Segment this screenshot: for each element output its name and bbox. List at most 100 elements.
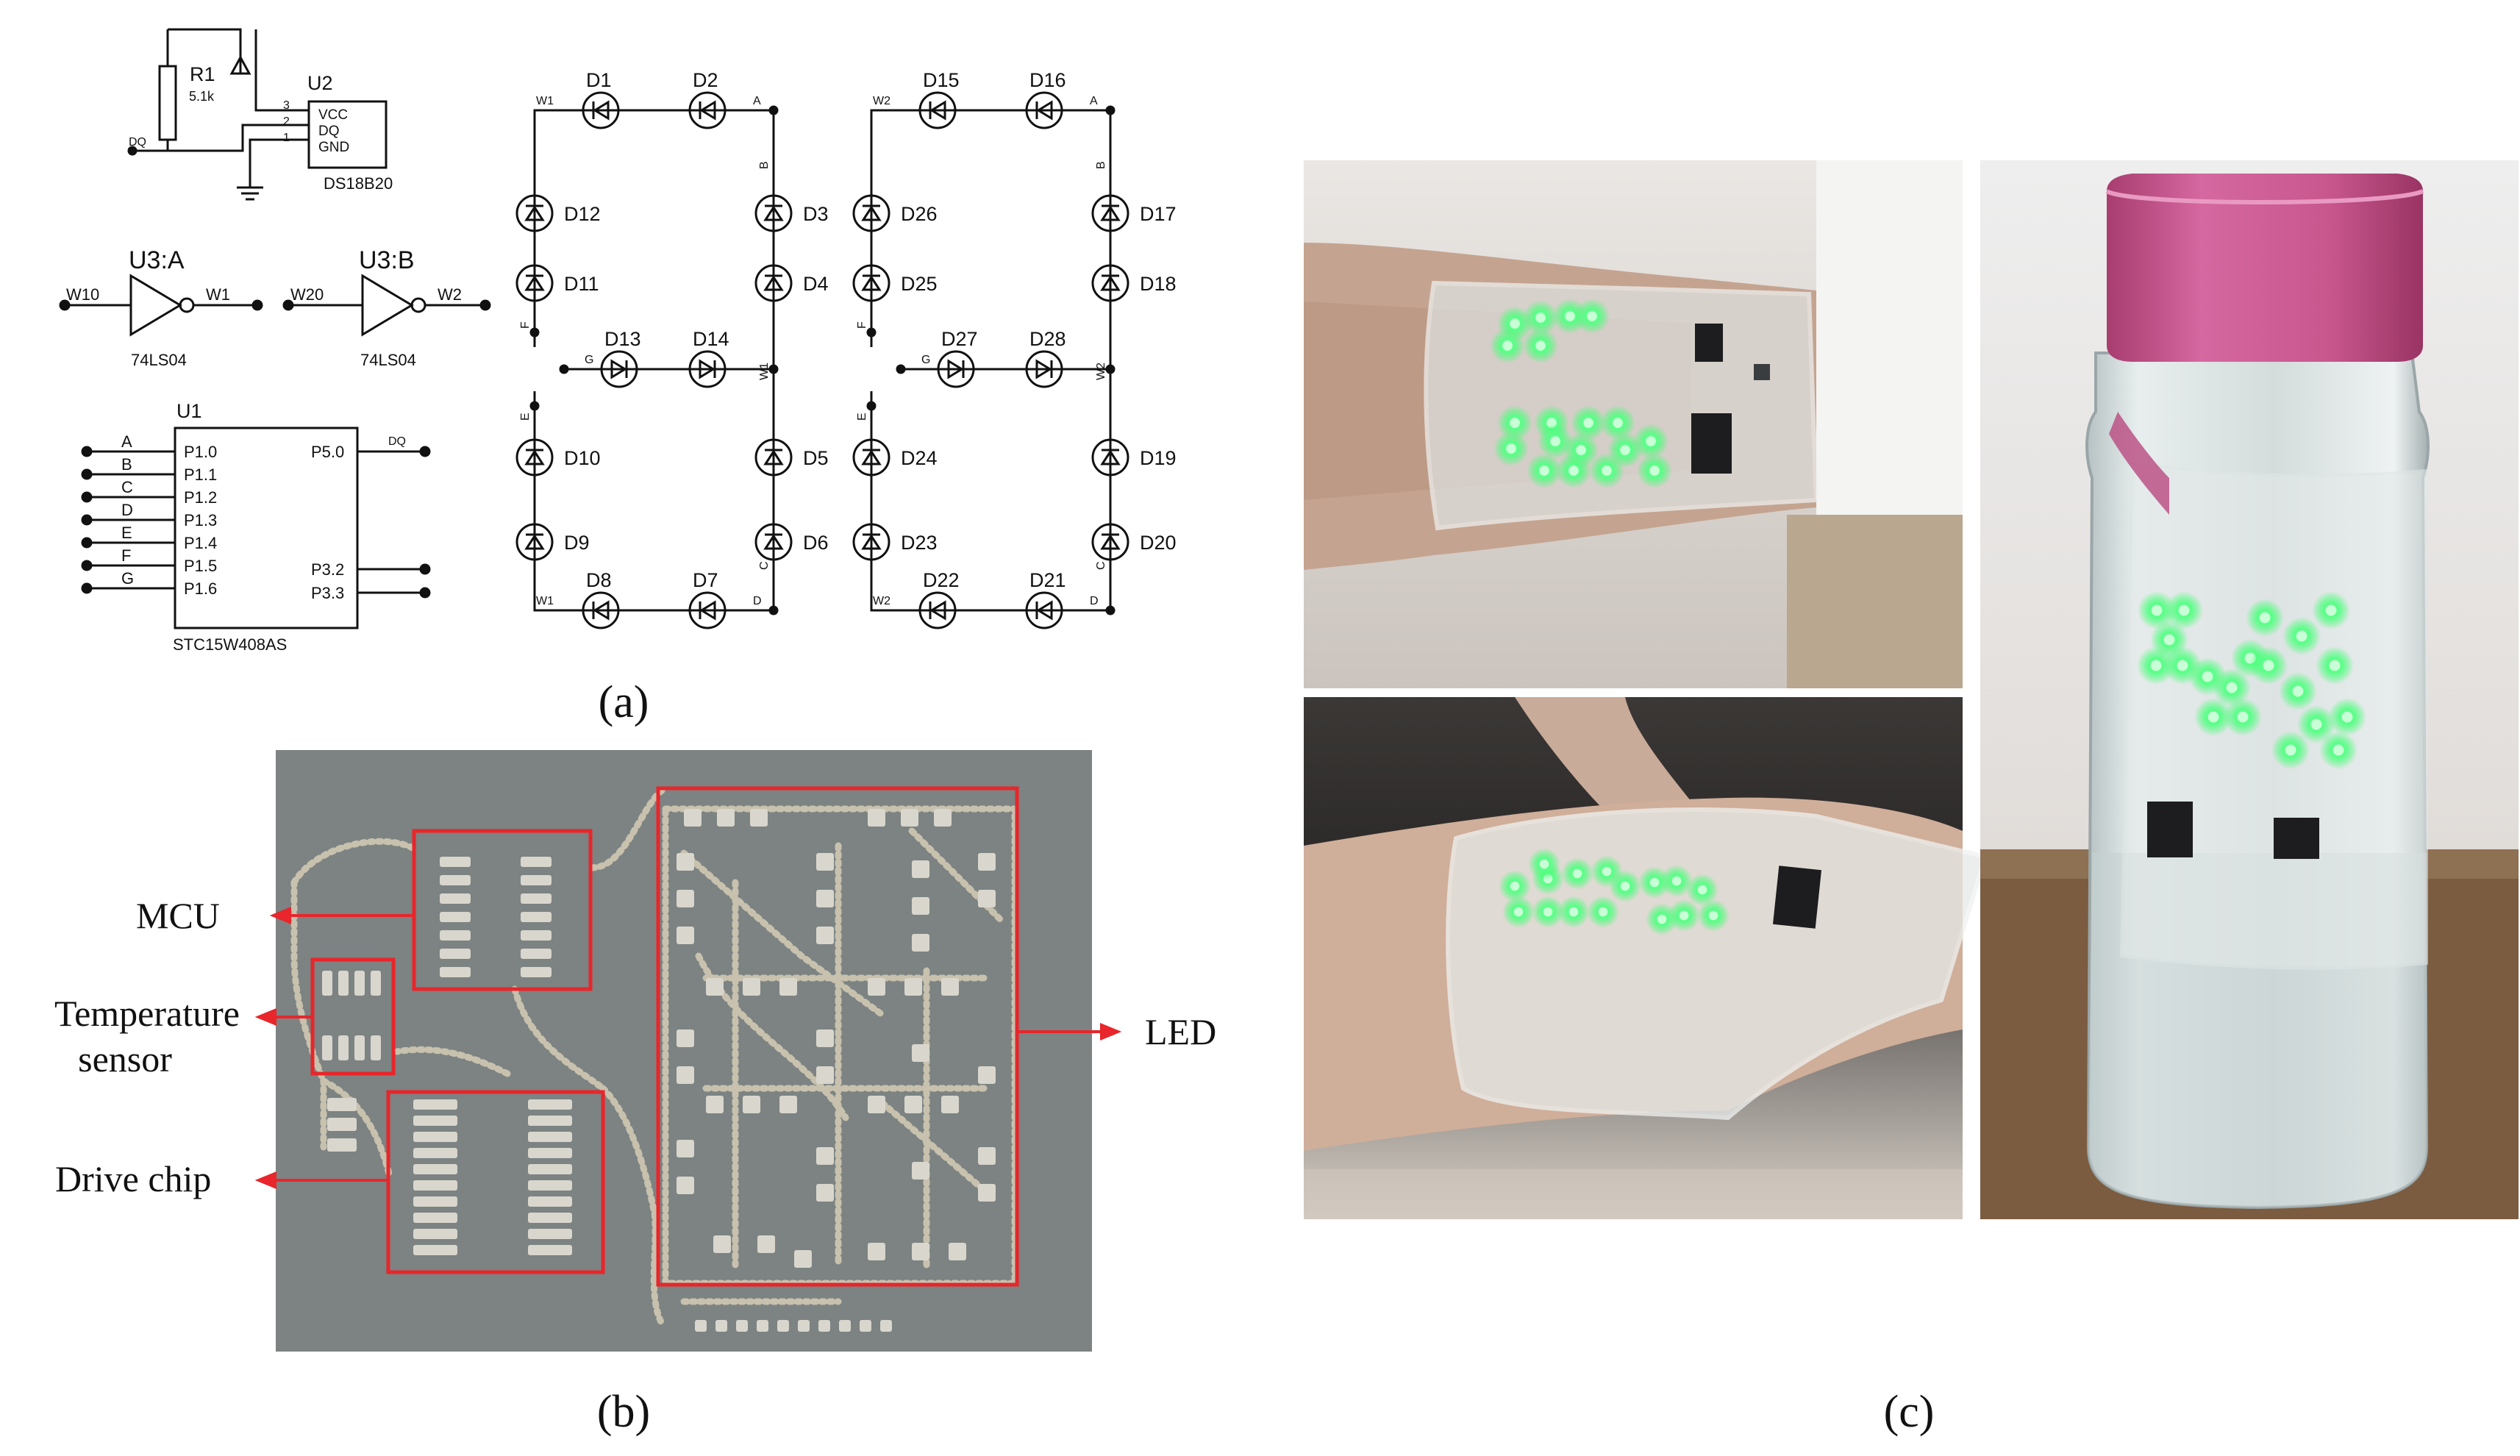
green-led-core (1587, 311, 1597, 321)
led-schematic-label: D28 (1029, 328, 1066, 350)
mcu-left-pin-dot (81, 468, 93, 480)
pcb-pad (904, 1096, 922, 1113)
green-led-core (1602, 465, 1612, 476)
mcu-pin-p33: P3.3 (311, 584, 344, 602)
inverter-a-out: W1 (206, 285, 230, 304)
pcb-trace (290, 838, 419, 886)
pcb-pad (717, 809, 735, 827)
pcb-pad (413, 1213, 457, 1223)
mcu-pin-label: P1.4 (184, 534, 217, 552)
led-schematic-label: B (758, 161, 771, 169)
pcb-pad (868, 1096, 885, 1113)
pcb-pad (816, 1066, 834, 1084)
led-diode-circle (1091, 438, 1129, 477)
led-diode-circle (852, 194, 890, 232)
mcu-pin-label: P1.5 (184, 557, 217, 575)
pcb-pad (528, 1196, 572, 1207)
led-diode-circle (582, 591, 620, 629)
pcb-pad (978, 890, 996, 907)
mcu-net-label: G (121, 569, 134, 588)
led-node-dot (1105, 364, 1116, 374)
led-schematic-label: D13 (604, 328, 641, 350)
led-diode-circle (582, 91, 620, 129)
led-diode-triangle (1100, 275, 1121, 291)
led-schematic-label: W1 (536, 595, 554, 607)
pcb-pad (941, 1096, 959, 1113)
pcb-pad (816, 890, 834, 907)
green-led-core (1602, 866, 1612, 877)
mcu-pin-p32: P3.2 (311, 560, 344, 579)
green-led-core (1513, 907, 1524, 917)
pcb-pad (354, 1035, 365, 1060)
green-led-core (2150, 660, 2162, 671)
pcb-pad (713, 1235, 731, 1253)
green-led-core (1671, 876, 1682, 886)
led-diode-triangle (861, 205, 882, 221)
green-led-core (1510, 881, 1520, 891)
pcb-pad (440, 967, 471, 977)
pcb-pad (868, 1243, 885, 1260)
pcb-pad (912, 860, 929, 878)
caption-a: (a) (599, 677, 649, 727)
pcb-pad (521, 857, 552, 867)
led-diode-triangle (861, 449, 882, 465)
sensor-pin-gnd: GND (318, 140, 349, 155)
pcb-pad (777, 1320, 789, 1332)
green-led-core (1543, 907, 1553, 917)
led-schematic-label: A (1090, 95, 1098, 107)
led-schematic-label: D27 (941, 328, 978, 350)
pcb-pad (743, 978, 760, 996)
led-node-dot (866, 401, 877, 411)
led-schematic-label: D14 (693, 328, 729, 350)
led-diode-triangle (593, 100, 610, 121)
sensor-pinnum-2: 2 (283, 115, 290, 128)
pcb-pad (880, 1320, 892, 1332)
led-diode-triangle (763, 205, 784, 221)
mcu-net-label: E (121, 524, 132, 542)
pcb-pad (818, 1320, 830, 1332)
led-schematic-label: G (585, 354, 593, 366)
led-diode-circle (688, 91, 727, 129)
green-led-core (1620, 445, 1630, 455)
pcb-pad (440, 893, 471, 904)
mcu-ref: U1 (176, 400, 202, 422)
green-led-core (1539, 465, 1549, 476)
mcu-net-label: A (121, 432, 132, 451)
green-led-core (1510, 418, 1520, 428)
pcb-pad (521, 875, 552, 885)
sensor-net-dq: DQ (129, 136, 146, 149)
led-schematic-label: D15 (923, 69, 960, 91)
led-node-dot (529, 401, 540, 411)
mcu-net-label: B (121, 455, 132, 474)
pcb-pad (440, 857, 471, 867)
green-led-core (1649, 465, 1660, 476)
green-led-core (2151, 604, 2163, 616)
sensor-circuit (127, 28, 388, 201)
green-led-core (2177, 660, 2188, 671)
mcu-net-label: D (121, 501, 133, 519)
green-led-core (2259, 612, 2271, 624)
green-led-core (1502, 340, 1513, 351)
led-diode-circle (754, 438, 793, 477)
inverter-b-ref: U3:B (359, 246, 415, 274)
green-led-core (2178, 604, 2190, 616)
green-led-core (1576, 445, 1586, 455)
led-schematic-label: D24 (901, 447, 938, 469)
pcb-pad (715, 1320, 727, 1332)
led-diode-triangle (1100, 205, 1121, 221)
led-schematic-label: D1 (586, 69, 612, 91)
mcu-pin-label: P1.2 (184, 488, 217, 507)
led-schematic-label: D4 (803, 273, 829, 295)
pcb-pad (440, 912, 471, 922)
led-diode-circle (852, 264, 890, 302)
pcb-pad (978, 1184, 996, 1202)
pcb-pad (816, 853, 834, 871)
green-led-core (1613, 418, 1623, 428)
pcb-pad (528, 1229, 572, 1239)
sensor-pinnum-1: 1 (283, 132, 290, 144)
inverter-u3b (282, 274, 491, 337)
label-led: LED (1145, 1011, 1216, 1052)
pcb-pad (912, 1243, 929, 1260)
led-diode-circle (918, 91, 957, 129)
